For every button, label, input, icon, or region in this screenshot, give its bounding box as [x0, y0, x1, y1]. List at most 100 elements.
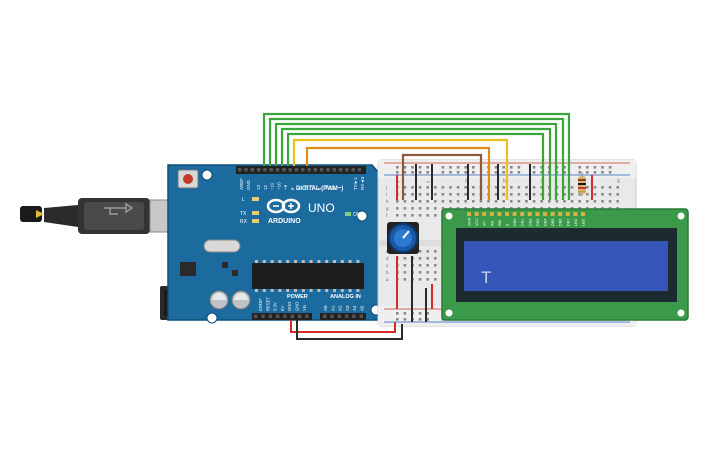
digital-pin-label: 7 — [297, 187, 302, 190]
arduino-model: UNO — [308, 201, 335, 215]
power-pin-label: 3.3V — [273, 302, 278, 311]
analog-pin-label: A2 — [338, 305, 343, 311]
led-rx — [252, 219, 259, 223]
breadboard-row-letter: i — [386, 192, 387, 197]
resistor[interactable] — [578, 172, 586, 196]
arduino-logo-icon — [266, 198, 301, 214]
power-pin-label: Vin — [302, 304, 307, 311]
breadboard-row-letter: h — [386, 199, 389, 204]
lcd-pin[interactable] — [467, 212, 471, 216]
digital-pin-label: ~6 — [304, 184, 309, 190]
breadboard-row-letter: a — [386, 277, 389, 282]
lcd-pin-label: LED — [574, 218, 578, 226]
lcd-pin-label: DB1 — [521, 219, 525, 226]
digital-pin-label: ~9 — [283, 184, 288, 190]
breadboard-column-number: 30 — [615, 178, 620, 183]
digital-pin-label: ~3 — [324, 184, 329, 190]
lcd-pin-label: DB5 — [551, 219, 555, 226]
lcd-pin[interactable] — [535, 212, 540, 216]
on-label: ON — [353, 212, 361, 218]
lcd-pin[interactable] — [550, 212, 555, 216]
led-rx-label: RX — [240, 219, 248, 225]
lcd-pin[interactable] — [527, 212, 532, 216]
reset-button-cap[interactable] — [183, 174, 193, 184]
wire-orange — [305, 146, 491, 200]
lcd-pin[interactable] — [505, 212, 509, 216]
lcd-pin-label: RW — [498, 219, 502, 226]
led-l-label: L — [242, 197, 245, 203]
wire-black-gnd — [296, 320, 403, 340]
lcd-pin[interactable] — [482, 212, 487, 216]
potentiometer-knob-icon — [402, 230, 410, 239]
breadboard-row-letter: f — [386, 213, 388, 218]
breadboard-column-number: 10 — [463, 178, 468, 183]
breadboard-column-number: 15 — [501, 178, 506, 183]
lcd-pin[interactable] — [581, 212, 585, 216]
digital-pin-label: 12 — [263, 184, 268, 190]
lcd-screen — [464, 241, 668, 291]
breadboard-row-letter: j — [385, 185, 387, 190]
breadboard-row-letter: d — [386, 256, 389, 261]
analog-pin-label: A5 — [360, 305, 365, 311]
lcd-pin-label: DB0 — [513, 219, 517, 226]
analog-pin-label: A4 — [352, 305, 357, 311]
lcd-pin-label: DB6 — [559, 219, 563, 226]
lcd-cursor-char: T — [481, 268, 491, 287]
lcd-pin-label: DB2 — [528, 219, 532, 226]
power-pin-label: GND — [287, 302, 292, 311]
digital-pin-label: ~11 — [270, 182, 275, 190]
wires — [262, 112, 593, 340]
lcd-pin[interactable] — [573, 212, 578, 216]
power-pin-label: RESET — [265, 297, 270, 311]
digital-pin-label: 8 — [290, 187, 295, 190]
digital-pin-label: ~10 — [276, 182, 281, 190]
analog-pin-label: A3 — [345, 305, 350, 311]
power-pin-label: IOREF — [258, 298, 263, 311]
lcd-pin[interactable] — [489, 212, 494, 216]
power-label: POWER — [287, 294, 308, 300]
lcd-pin[interactable] — [512, 212, 517, 216]
lcd-pin-label: LED — [582, 218, 586, 226]
led-tx-label: TX — [240, 211, 247, 217]
digital-pin-label: 2 — [331, 187, 336, 190]
lcd-pin-label: DB3 — [536, 219, 540, 226]
lcd-pin-label: RS — [490, 220, 494, 226]
lcd-pin-label: GND — [468, 217, 472, 226]
potentiometer[interactable] — [387, 222, 419, 254]
lcd-pin[interactable] — [558, 212, 563, 216]
on-led — [345, 212, 351, 216]
breadboard-column-number: 5 — [425, 180, 430, 183]
lcd-pin[interactable] — [474, 212, 479, 216]
lcd-pin[interactable] — [520, 212, 525, 216]
power-pin-label: GND — [295, 302, 300, 311]
analog-pin-label: A0 — [323, 305, 328, 311]
gnd-label: GND — [246, 179, 251, 190]
wire-brown — [401, 153, 483, 200]
atmega-chip — [252, 263, 364, 289]
lcd-pin[interactable] — [497, 212, 502, 216]
digital-pin-label: 13 — [256, 184, 261, 190]
lcd-pin[interactable] — [543, 212, 547, 216]
breadboard-row-letter: b — [386, 270, 389, 275]
wire-green-1 — [262, 112, 571, 200]
led-tx — [252, 211, 259, 215]
lcd-pin-label: DB4 — [544, 219, 548, 226]
power-pin-label: 5V — [280, 306, 285, 311]
digital-label: DIGITAL (PWM~) — [296, 186, 343, 192]
rx-pin-label: RX◄0 — [360, 176, 365, 190]
lcd-pin-label: VCC — [475, 218, 479, 226]
wire-green-2 — [268, 117, 565, 200]
breadboard-row-letter: c — [386, 263, 389, 268]
wire-red-5v — [290, 320, 396, 333]
lcd-pin[interactable] — [565, 212, 570, 216]
digital-pin-label: ~5 — [310, 184, 315, 190]
wire-green-3 — [274, 122, 558, 200]
usb-symbol-icon — [104, 202, 134, 215]
breadboard-row-letter: g — [386, 206, 389, 211]
wire-yellow — [292, 138, 509, 200]
lcd-pin-label: V0 — [483, 221, 487, 226]
